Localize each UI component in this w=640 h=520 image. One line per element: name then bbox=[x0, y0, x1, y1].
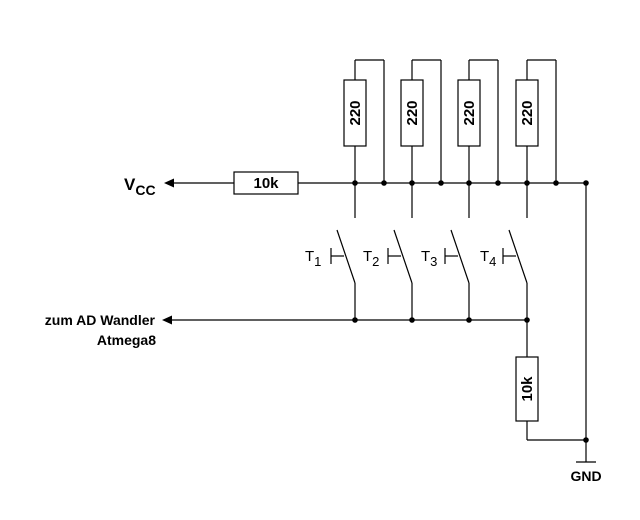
gnd-label: GND bbox=[570, 468, 601, 484]
vcc-subscript: CC bbox=[135, 182, 155, 198]
led-resistor-4-label: 220 bbox=[519, 100, 536, 125]
switch-4 bbox=[502, 183, 528, 357]
output-arrow bbox=[162, 315, 172, 325]
switch-2-label: T2 bbox=[363, 248, 379, 269]
junction-dot bbox=[553, 180, 559, 186]
junction-dot bbox=[583, 180, 589, 186]
junction-dot bbox=[352, 317, 358, 323]
output-label-line2: Atmega8 bbox=[97, 332, 156, 348]
ground-resistor-label: 10k bbox=[519, 376, 536, 402]
switch-1-label: T1 bbox=[305, 248, 321, 269]
led-resistor-branch-1 bbox=[343, 59, 385, 183]
junction-dot bbox=[381, 180, 387, 186]
junction-dot bbox=[438, 180, 444, 186]
led-resistor-branch-3 bbox=[457, 59, 499, 183]
switch-4-label: T4 bbox=[480, 248, 496, 269]
led-resistor-branch-4 bbox=[515, 59, 557, 183]
led-resistor-1-label: 220 bbox=[347, 100, 364, 125]
junction-dot bbox=[409, 317, 415, 323]
led-resistor-branch-2 bbox=[400, 59, 442, 183]
junction-dot bbox=[466, 317, 472, 323]
vcc-label: VCC bbox=[124, 175, 156, 198]
led-resistor-2-label: 220 bbox=[404, 100, 421, 125]
output-label-line1: zum AD Wandler bbox=[45, 312, 156, 328]
switch-3 bbox=[444, 183, 470, 320]
junction-dot bbox=[495, 180, 501, 186]
junction-dot bbox=[524, 317, 530, 323]
switch-3-label: T3 bbox=[421, 248, 437, 269]
switch-1 bbox=[330, 183, 356, 320]
led-resistor-3-label: 220 bbox=[461, 100, 478, 125]
switch-2 bbox=[387, 183, 413, 320]
vcc-arrow bbox=[164, 178, 174, 188]
pullup-resistor-label: 10k bbox=[253, 175, 279, 192]
vcc-main-text: V bbox=[124, 175, 136, 194]
